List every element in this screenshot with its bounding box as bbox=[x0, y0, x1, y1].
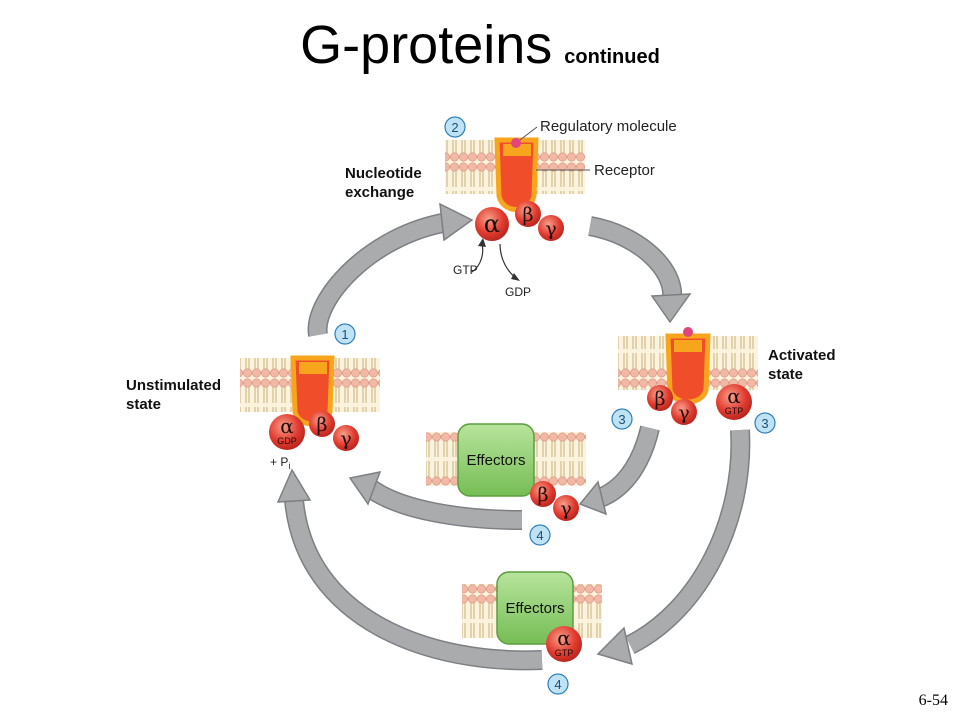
gamma-subunit bbox=[333, 425, 359, 451]
gdp-tag: GDP bbox=[277, 436, 297, 446]
svg-text:3: 3 bbox=[761, 416, 768, 431]
svg-text:2: 2 bbox=[451, 120, 458, 135]
alpha-symbol: α bbox=[280, 414, 294, 438]
gtp-label: GTP bbox=[453, 263, 478, 277]
effectors-label: Effectors bbox=[506, 600, 565, 617]
beta-symbol: β bbox=[655, 388, 666, 410]
effector-protein bbox=[457, 423, 535, 497]
svg-text:4: 4 bbox=[536, 528, 543, 543]
arrow-2-to-3 bbox=[587, 216, 692, 324]
phosphate-label: + Pi bbox=[270, 455, 290, 471]
gamma-symbol: γ bbox=[340, 428, 351, 450]
arrow-4-alpha-return bbox=[276, 468, 543, 671]
gamma-symbol: γ bbox=[560, 498, 571, 520]
gtp-tag: GTP bbox=[725, 406, 744, 416]
effector-protein bbox=[496, 571, 574, 645]
state-unstimulated: α GDP β γ bbox=[240, 355, 380, 451]
alpha-symbol: α bbox=[727, 384, 741, 408]
activated-state-label-2: state bbox=[768, 366, 803, 383]
arrow-1-to-2 bbox=[307, 202, 474, 337]
regulatory-molecule bbox=[511, 138, 521, 148]
svg-text:1: 1 bbox=[341, 327, 348, 342]
effector-beta-gamma-complex: Effectors β γ bbox=[426, 423, 586, 521]
alpha-subunit bbox=[475, 207, 509, 241]
regulatory-molecule bbox=[683, 327, 693, 337]
unstimulated-state-label-2: state bbox=[126, 396, 161, 413]
receptor-label: Receptor bbox=[594, 162, 655, 179]
step-badge-1: 1 bbox=[334, 323, 356, 345]
unstimulated-state-label-1: Unstimulated bbox=[126, 377, 221, 394]
gdp-label: GDP bbox=[505, 285, 531, 299]
gamma-subunit bbox=[538, 215, 564, 241]
gtp-tag: GTP bbox=[555, 648, 574, 658]
arrow-4-beta-gamma-return bbox=[348, 470, 523, 530]
step-badge-3-right: 3 bbox=[754, 412, 776, 434]
regulatory-pointer bbox=[519, 126, 538, 141]
alpha-gdp-subunit bbox=[269, 414, 305, 450]
slide-number: 6-54 bbox=[918, 692, 948, 709]
step-badge-2: 2 bbox=[444, 116, 466, 138]
state-activated: β γ α GTP bbox=[618, 327, 758, 425]
step-badge-4-lower: 4 bbox=[547, 673, 569, 695]
alpha-symbol: α bbox=[484, 210, 500, 238]
alpha-gtp-subunit bbox=[546, 626, 582, 662]
svg-text:4: 4 bbox=[554, 677, 561, 692]
alpha-symbol: α bbox=[557, 626, 571, 650]
beta-subunit bbox=[515, 201, 541, 227]
nucleotide-exchange-label-2: exchange bbox=[345, 184, 414, 201]
state-nucleotide-exchange: α β γ bbox=[445, 137, 585, 281]
step-badge-3-left: 3 bbox=[611, 408, 633, 430]
gamma-subunit bbox=[553, 495, 579, 521]
gamma-symbol: γ bbox=[678, 402, 689, 424]
alpha-gtp-subunit bbox=[716, 384, 752, 420]
arrow-3-to-effector-beta-gamma bbox=[578, 425, 660, 516]
title-main: G-proteins bbox=[300, 15, 553, 75]
gamma-subunit bbox=[671, 399, 697, 425]
beta-subunit bbox=[647, 385, 673, 411]
nucleotide-exchange-label-1: Nucleotide bbox=[345, 165, 422, 182]
activated-state-label-1: Activated bbox=[768, 347, 836, 364]
title-sub: continued bbox=[564, 46, 660, 68]
arrow-3-to-effector-alpha bbox=[596, 429, 751, 666]
regulatory-molecule-label: Regulatory molecule bbox=[540, 118, 677, 135]
beta-symbol: β bbox=[317, 414, 328, 436]
beta-symbol: β bbox=[523, 204, 534, 226]
beta-subunit bbox=[309, 411, 335, 437]
step-badge-4-upper: 4 bbox=[529, 524, 551, 546]
beta-symbol: β bbox=[538, 484, 549, 506]
svg-text:3: 3 bbox=[618, 412, 625, 427]
effector-alpha-complex: Effectors α GTP bbox=[462, 571, 602, 662]
gamma-symbol: γ bbox=[545, 218, 556, 240]
beta-subunit bbox=[530, 481, 556, 507]
slide-title: G-proteins continued bbox=[0, 14, 960, 76]
effectors-label: Effectors bbox=[467, 452, 526, 469]
